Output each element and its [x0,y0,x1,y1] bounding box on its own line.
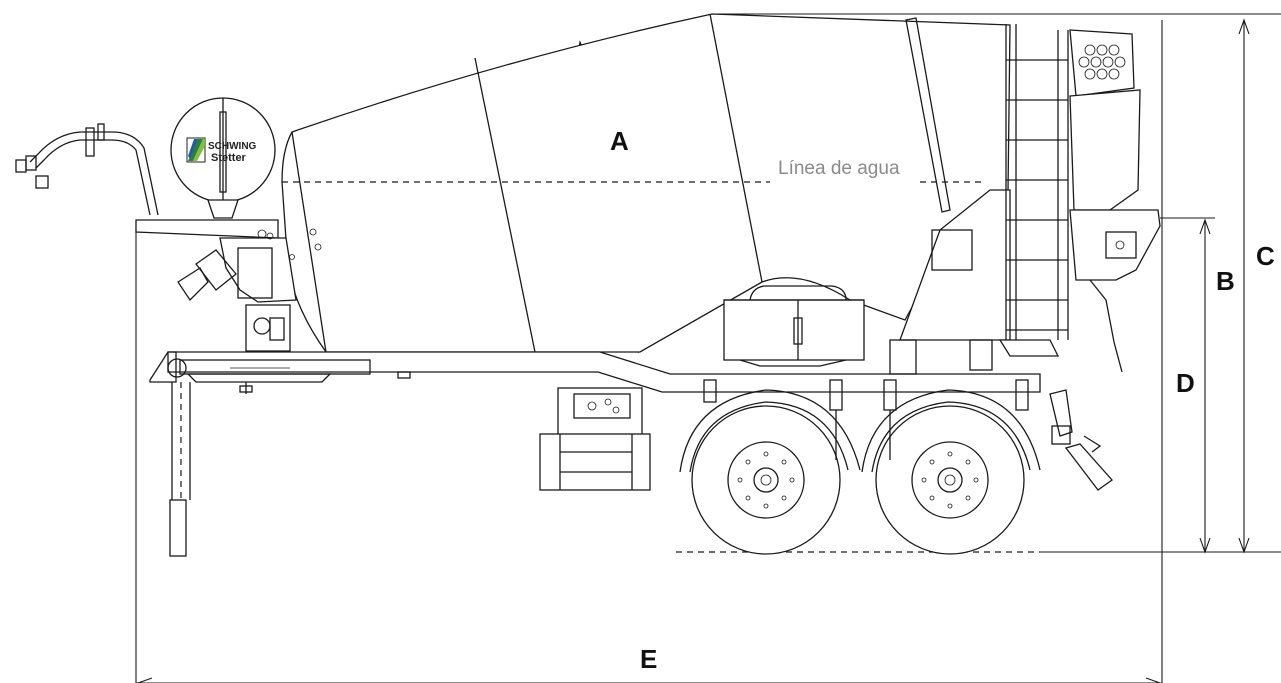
water-tank [170,97,276,219]
front-pillar [905,17,951,213]
landing-leg [169,382,191,557]
dimension-label-d: D [1176,368,1195,398]
dimension-label-b: B [1216,266,1235,296]
dimension-label-e: E [640,644,657,674]
hopper [1069,29,1161,373]
rear-wheel-front [691,405,841,555]
fenders [679,389,1041,473]
logo-text-stetter: Stetter [211,152,247,164]
rear-ladder [1005,24,1069,340]
mixer-drum [281,13,1011,353]
chassis-box [723,285,865,367]
discharge-chute [1049,389,1113,491]
drum-drive-head [135,219,297,352]
brand-logo: SCHWING Stetter [186,137,257,164]
toolbox [539,387,651,491]
chassis-frame [149,351,1041,394]
logo-text-schwing: SCHWING [208,141,257,152]
water-line-label: Línea de agua [778,158,900,179]
rear-wheel-back [875,405,1025,555]
rear-frame [889,189,1060,375]
dimension-label-c: C [1256,241,1275,271]
suspension [703,379,1029,460]
dimension-label-a: A [610,126,629,156]
front-hose [15,123,159,216]
